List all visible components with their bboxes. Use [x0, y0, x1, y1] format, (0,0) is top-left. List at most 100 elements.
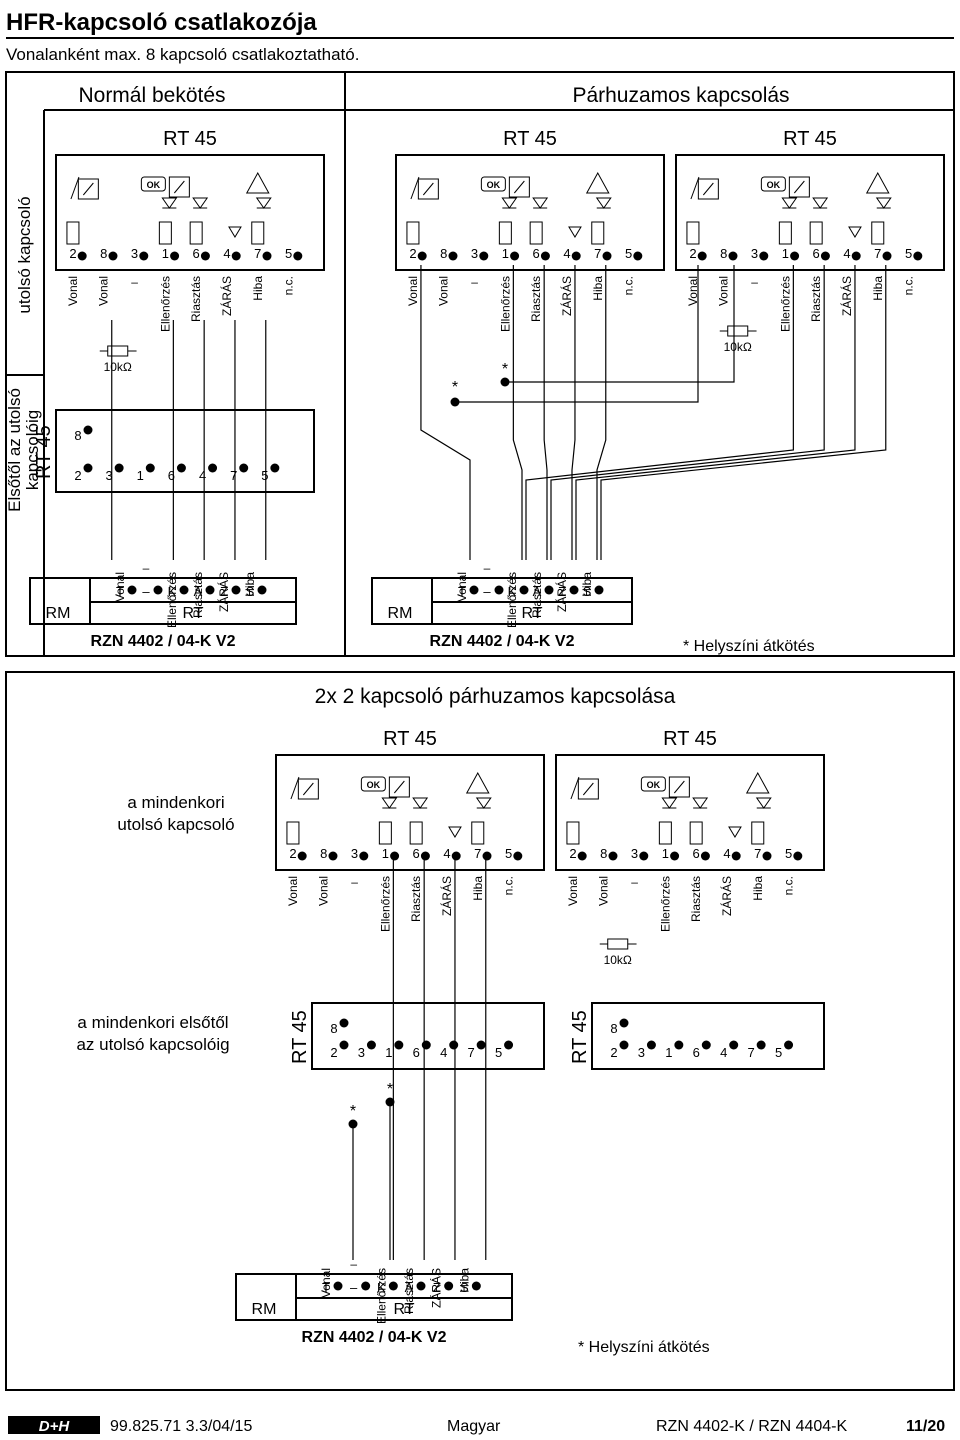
section2-label-first-2: az utolsó kapcsolóig [76, 1035, 229, 1054]
quad-mid-a-terminal-dot-2 [339, 1040, 349, 1050]
quad-rzn-terminal-dot-2 [388, 1281, 398, 1291]
quad-mid-b-terminal-dot-2 [619, 1040, 629, 1050]
parallel-switch-a-terminal-5: 5 [625, 246, 632, 261]
quad-mid-b-terminal-3: 3 [638, 1045, 645, 1060]
quad-switch-b-resistor [607, 938, 629, 950]
quad-switch-a-line-relay [286, 821, 300, 845]
normal-rzn-model: RZN 4402 / 04-K V2 [91, 633, 236, 650]
quad-switch-a-label-1: Vonal [317, 876, 331, 906]
normal-switch-alarm-icon-stroke [173, 180, 185, 194]
quad-switch-b-terminal-dot-5 [793, 851, 803, 861]
quad-mid-a-terminal-6: 6 [413, 1045, 420, 1060]
parallel-switch-a-label-minus: – [471, 275, 478, 289]
normal-rzn-label-minus: – [143, 561, 150, 575]
quad-mid-a-terminal-dot-6 [421, 1040, 431, 1050]
parallel-switch-a-terminal-1: 1 [502, 246, 509, 261]
parallel-switch-a-line-relay [406, 221, 420, 245]
parallel-wire-b-3 [600, 265, 887, 560]
quad-switch-b-terminal-1: 1 [662, 846, 669, 861]
parallel-switch-a-ok-badge-box [480, 176, 506, 192]
normal-rzn-terminal-0: T [116, 584, 124, 599]
parallel-switch-a-terminal-dot-5 [633, 251, 643, 261]
normal-rzn-terminal-dot-5 [257, 585, 267, 595]
parallel-switch-a-terminal-dot-2 [417, 251, 427, 261]
quad-switch-a-label-6: Hiba [471, 876, 485, 901]
quad-switch-a-terminal-dot-2 [297, 851, 307, 861]
quad-rzn-terminal-2: K [377, 1280, 386, 1295]
normal-rzn-terminal-dot-1 [153, 585, 163, 595]
normal-switch-terminal-5: 5 [285, 246, 292, 261]
quad-mid-a-terminal-dot-4 [449, 1040, 459, 1050]
parallel-switch-a-led-alarm [532, 197, 549, 209]
normal-switch-label-minus: – [131, 275, 138, 289]
normal-switch-label-0: Vonal [66, 276, 80, 306]
quad-switch-b-resistor-label: 10kΩ [604, 953, 632, 967]
parallel-rzn-model: RZN 4402 / 04-K V2 [430, 633, 575, 650]
normal-mid-terminal-dot-1 [145, 463, 155, 473]
page-title: HFR-kapcsoló csatlakozója [6, 9, 317, 36]
parallel-switch-a-fault-relay [591, 221, 605, 245]
parallel-switch-b-smoke-icon-stroke [702, 182, 714, 196]
quad-rzn-rm: RM [252, 1301, 277, 1318]
quad-switch-a-terminal-3: 3 [351, 846, 358, 861]
site-jumper-note-bottom: * Helyszíni átkötés [578, 1339, 710, 1356]
normal-switch-line-relay [66, 221, 80, 245]
parallel-switch-a-terminal-3: 3 [471, 246, 478, 261]
quad-switch-b-label-0: Vonal [566, 876, 580, 906]
footer-logo-box [8, 1416, 100, 1434]
normal-switch-terminal-4: 4 [223, 246, 230, 261]
parallel-switch-b-label-6: Hiba [871, 276, 885, 301]
parallel-rzn-terminal-dot-3 [544, 585, 554, 595]
quad-switch-a-terminal-dot-7 [482, 851, 492, 861]
parallel-switch-b-terminal-dot-4 [851, 251, 861, 261]
normal-switch-terminal-dot-3 [139, 251, 149, 261]
quad-switch-b-terminal-5: 5 [785, 846, 792, 861]
quad-rzn-terminal-1: – [350, 1280, 358, 1295]
parallel-wire-a-0 [512, 265, 523, 560]
normal-rzn-terminal-4: Z [220, 584, 228, 599]
parallel-switch-b-housing [675, 154, 945, 271]
quad-mid-b-terminal-2: 2 [610, 1045, 617, 1060]
quad-switch-a-terminal-dot-1 [390, 851, 400, 861]
quad-switch-a-terminal-2: 2 [289, 846, 296, 861]
parallel-wire-a-1 [543, 265, 548, 560]
section2-label-last-2: utolsó kapcsoló [117, 815, 234, 834]
parallel-switch-b-check-relay [778, 221, 792, 245]
quad-rzn-label-0: Vonal [319, 1268, 333, 1298]
quad-rzn-model: RZN 4402 / 04-K V2 [302, 1329, 447, 1346]
parallel-rzn-terminal-dot-4 [569, 585, 579, 595]
parallel-switch-b-terminal-dot-3 [759, 251, 769, 261]
parallel-switch-b-ok-badge-box [760, 176, 786, 192]
quad-switch-b-terminal-8: 8 [600, 846, 607, 861]
parallel-switch-b-terminal-4: 4 [843, 246, 850, 261]
quad-star-a: * [350, 1103, 356, 1120]
quad-mid-b-terminal-dot-7 [756, 1040, 766, 1050]
parallel-switch-a-label-3: Ellenőrzés [498, 276, 512, 332]
parallel-switch-b-label-3: Ellenőrzés [778, 276, 792, 332]
quad-mid-b-terminal-1: 1 [665, 1045, 672, 1060]
quad-mid-b-terminal-dot-3 [646, 1040, 656, 1050]
quad-mid-b-terminal-8: 8 [610, 1021, 617, 1036]
normal-switch-terminal-8: 8 [100, 246, 107, 261]
parallel-switch-b-ok-badge: OK [767, 180, 781, 190]
parallel-rzn-terminal-0: T [458, 584, 466, 599]
parallel-rzn-rm: RM [388, 605, 413, 622]
quad-switch-b-terminal-dot-2 [577, 851, 587, 861]
quad-mid-b-terminal-7: 7 [748, 1045, 755, 1060]
parallel-rzn-terminal-1: – [483, 584, 491, 599]
quad-switch-b-alarm-icon-stroke [673, 780, 685, 794]
normal-rzn-label-2: Ellenőrzés [165, 572, 179, 628]
quad-switch-a-label-minus: – [351, 875, 358, 889]
quad-switch-b-terminal-3: 3 [631, 846, 638, 861]
parallel-rzn-terminal-dot-1 [494, 585, 504, 595]
quad-switch-b-terminal-dot-7 [762, 851, 772, 861]
quad-switch-a-alarm-icon [388, 776, 410, 798]
parallel-switch-b-alarm-icon [788, 176, 810, 198]
parallel-switch-a-housing [395, 154, 665, 271]
normal-switch-smoke-icon-stroke [82, 182, 94, 196]
parallel-rzn-terminal-dot-2 [519, 585, 529, 595]
quad-switch-b-terminal-dot-3 [639, 851, 649, 861]
normal-switch-terminal-dot-8 [108, 251, 118, 261]
normal-switch-name: RT 45 [163, 128, 217, 150]
quad-switch-a-ok-badge: OK [367, 780, 381, 790]
